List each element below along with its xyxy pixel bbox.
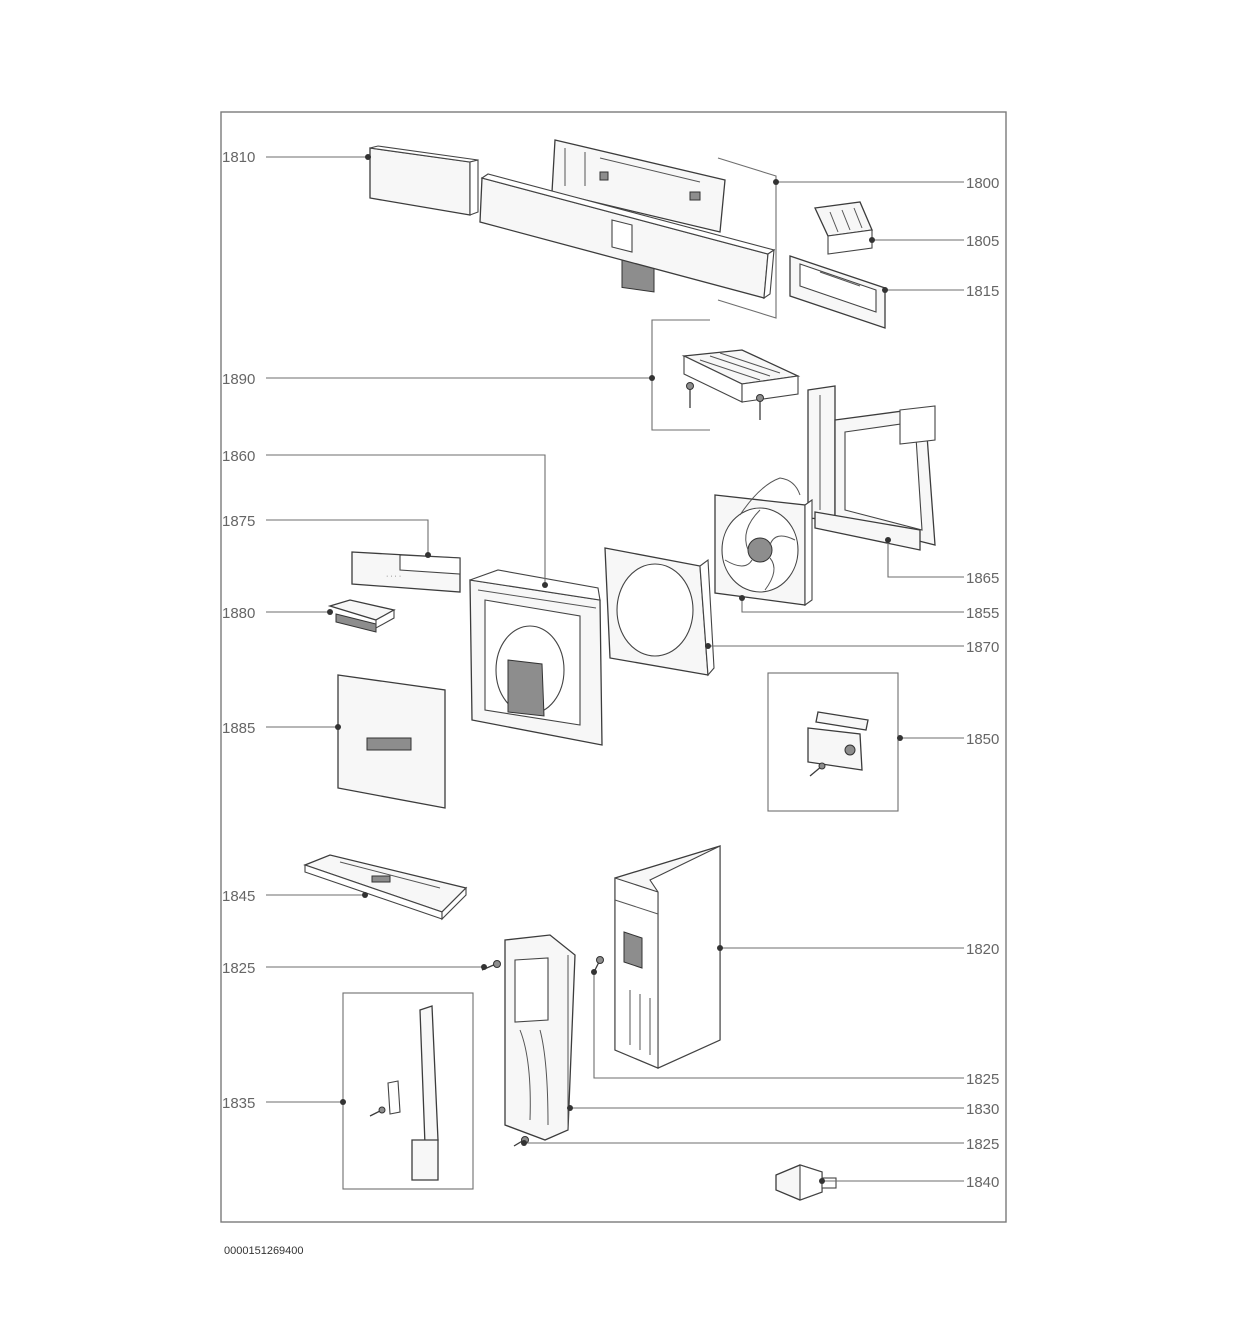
part-1875-display-strip[interactable]: · · · · [351, 551, 461, 593]
part-1805-clip[interactable] [814, 201, 873, 255]
label-1825-a: 1825 [222, 960, 255, 977]
part-1835-box [342, 992, 474, 1190]
label-1805: 1805 [966, 233, 999, 250]
part-1840-plug[interactable] [775, 1164, 837, 1201]
label-1890: 1890 [222, 371, 255, 388]
part-1800-control-panel[interactable] [479, 173, 776, 300]
part-1820-electronic-module[interactable] [614, 845, 721, 1069]
label-1845: 1845 [222, 888, 255, 905]
part-1850-sensor[interactable] [807, 711, 869, 777]
part-1880-component[interactable] [327, 599, 396, 633]
leader-lines [266, 154, 964, 1184]
label-1825-b: 1825 [966, 1071, 999, 1088]
label-1800: 1800 [966, 175, 999, 192]
label-1885: 1885 [222, 720, 255, 737]
svg-text:· · · ·: · · · · [386, 573, 401, 580]
label-1810: 1810 [222, 149, 255, 166]
part-1830-housing[interactable] [504, 934, 576, 1141]
label-1865: 1865 [966, 570, 999, 587]
part-1870-fan-frame[interactable] [604, 547, 715, 677]
label-1815: 1815 [966, 283, 999, 300]
label-1880: 1880 [222, 605, 255, 622]
part-1835-rail[interactable] [369, 1005, 439, 1181]
label-1860: 1860 [222, 448, 255, 465]
diagram-id: 0000151269400 [224, 1245, 304, 1257]
label-1830: 1830 [966, 1101, 999, 1118]
label-1855: 1855 [966, 605, 999, 622]
part-1860-housing[interactable] [469, 569, 603, 746]
label-1820: 1820 [966, 941, 999, 958]
label-1825-c: 1825 [966, 1136, 999, 1153]
part-1810-cover-panel[interactable] [369, 145, 479, 216]
label-1875: 1875 [222, 513, 255, 530]
label-1870: 1870 [966, 639, 999, 656]
part-1865-bracket[interactable] [807, 385, 936, 551]
part-1800-control-board[interactable] [551, 139, 726, 293]
part-1890-holder[interactable] [681, 349, 801, 420]
label-1840: 1840 [966, 1174, 999, 1191]
label-1835: 1835 [222, 1095, 255, 1112]
part-1815-frame[interactable] [789, 255, 886, 329]
part-1845-tray[interactable] [303, 854, 468, 921]
label-1850: 1850 [966, 731, 999, 748]
diagram-frame [220, 111, 1007, 1223]
part-1885-panel[interactable] [337, 674, 446, 809]
part-1855-fan[interactable] [714, 477, 813, 607]
part-1850-box [767, 672, 899, 812]
